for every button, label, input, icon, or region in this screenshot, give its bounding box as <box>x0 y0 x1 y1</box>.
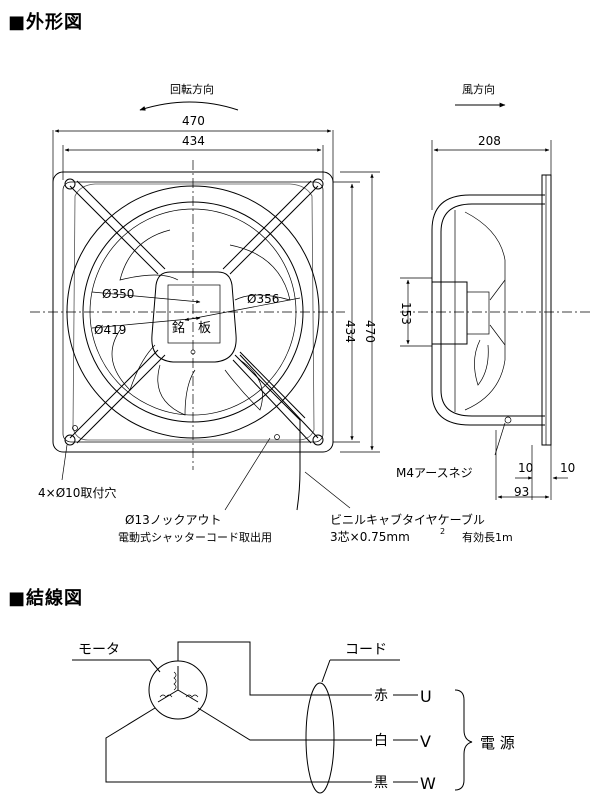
side-frame <box>431 194 545 426</box>
cable-spec-superscript: 2 <box>440 527 445 536</box>
dim-153: 153 <box>399 302 413 325</box>
dim-93: 93 <box>514 485 529 499</box>
side-flange <box>541 174 552 446</box>
outline-section-title: ■外形図 <box>8 12 84 33</box>
dim-10a: 10 <box>518 461 533 475</box>
cable-spec-label: 3芯×0.75mm <box>330 530 410 544</box>
wind-direction-label: 風方向 <box>462 82 495 96</box>
wiring-section-title: ■結線図 <box>8 588 84 609</box>
side-motor <box>431 281 468 345</box>
terminal-u: U <box>420 687 432 706</box>
mount-hole <box>64 178 76 190</box>
mount-holes-label: 4×Ø10取付穴 <box>38 485 116 500</box>
dia-350-label: Ø350 <box>102 287 134 301</box>
fan-blade <box>119 229 179 281</box>
earth-screw-label: M4アースネジ <box>396 466 473 480</box>
dim-208: 208 <box>478 134 501 148</box>
cord-bundle <box>305 682 335 794</box>
nameplate <box>167 284 221 344</box>
cord-label: コード <box>345 642 387 658</box>
dim-434-top: 434 <box>182 134 205 148</box>
rotation-arrow-icon <box>139 101 239 111</box>
terminal-v: V <box>420 732 431 751</box>
wiring-diagram: モータ コード 赤 U 白 V 黒 W 電 源 <box>72 641 515 794</box>
nameplate-char-2: 板 <box>198 321 211 336</box>
mount-hole <box>64 434 76 446</box>
knockout-purpose-label: 電動式シャッターコード取出用 <box>118 530 272 544</box>
terminal-w: W <box>420 774 436 793</box>
nameplate-char-1: 銘 <box>172 321 185 336</box>
wire-black-label: 黒 <box>374 775 388 791</box>
dia-356-label: Ø356 <box>247 292 279 306</box>
cable-type-label: ビニルキャブタイヤケーブル <box>330 512 485 527</box>
dim-470-top: 470 <box>182 114 205 128</box>
side-view: 風方向 208 153 M4アースネジ 10 <box>330 82 590 544</box>
knockout-label: Ø13ノックアウト <box>125 513 221 527</box>
mount-hole <box>312 178 324 190</box>
rotation-direction-label: 回転方向 <box>170 82 214 96</box>
fan-blade <box>224 359 263 411</box>
cable-front <box>234 354 301 511</box>
wire-red-label: 赤 <box>374 688 388 704</box>
wire-white-label: 白 <box>374 733 388 749</box>
dia-419-label: Ø419 <box>94 323 126 337</box>
cable-length-label: 有効長1m <box>462 530 513 544</box>
mount-hole <box>312 434 324 446</box>
front-view: 回転方向 470 434 <box>30 82 380 544</box>
dim-434-side: 434 <box>343 320 357 343</box>
fan-blade <box>157 364 196 416</box>
motor-hub <box>151 271 237 363</box>
power-brace <box>454 689 473 791</box>
dim-10b: 10 <box>560 461 575 475</box>
star-winding-icon <box>157 666 199 703</box>
power-label: 電 源 <box>480 734 515 752</box>
dim-470-side: 470 <box>363 320 377 343</box>
motor-label: モータ <box>78 642 120 658</box>
